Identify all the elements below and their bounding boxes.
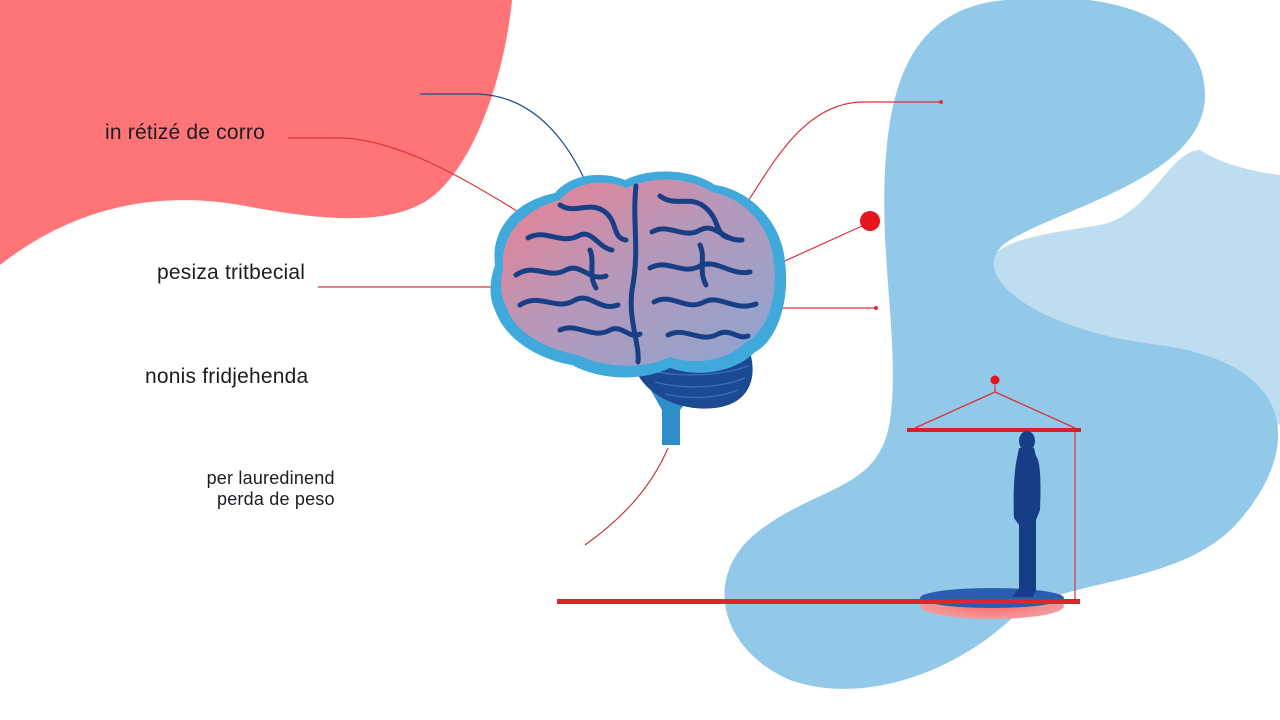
connector-line-upper-right bbox=[741, 101, 940, 211]
person-silhouette-icon bbox=[1012, 431, 1041, 597]
sky-blue-blob bbox=[724, 0, 1279, 689]
brain-icon bbox=[490, 171, 787, 445]
label-bottom-line2: perda de peso bbox=[217, 489, 335, 509]
label-middle: pesiza tritbecial bbox=[157, 261, 306, 284]
label-bottom: per lauredinend perda de peso bbox=[202, 468, 335, 510]
connector-line-top bbox=[288, 137, 529, 219]
label-lower: nonis fridjehenda bbox=[145, 365, 309, 388]
connector-line-bottom bbox=[584, 447, 669, 546]
label-top: in rétizé de corro bbox=[105, 121, 266, 144]
baseline-bar bbox=[557, 599, 1080, 604]
red-dot-marker bbox=[860, 211, 880, 231]
connector-end-dot bbox=[874, 306, 878, 310]
balance-scale-icon bbox=[907, 375, 1081, 600]
platform-top bbox=[920, 588, 1064, 608]
connector-end-dot bbox=[939, 100, 943, 104]
connector-line-navy bbox=[420, 93, 588, 186]
coral-blob bbox=[0, 0, 512, 265]
label-bottom-line1: per lauredinend bbox=[206, 468, 335, 488]
